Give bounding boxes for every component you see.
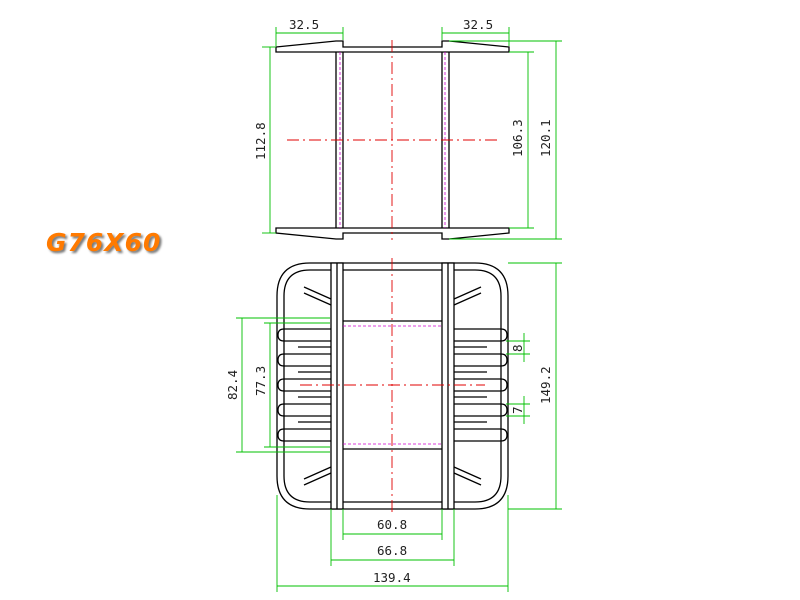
top-view: 32.5 32.5 112.8 106.3 120.1: [253, 17, 562, 240]
dim-top-height-inner: 106.3: [510, 119, 525, 157]
dim-bottom-height-total: 149.2: [538, 366, 553, 404]
dim-top-height-total: 120.1: [538, 119, 553, 157]
top-flange-upper: [275, 40, 510, 53]
dim-core-width-inner: 60.8: [377, 517, 407, 532]
left-slots: [277, 328, 331, 442]
dim-slot-width: 7: [510, 406, 525, 414]
dim-top-flange-right: 32.5: [463, 17, 493, 32]
model-label: G76X60: [46, 228, 162, 257]
bottom-view: 82.4 77.3 8 7 149.2 60.8 66.8 139.4: [225, 258, 562, 592]
flange-outline: [276, 262, 509, 510]
dim-overall-width: 139.4: [373, 570, 411, 585]
dim-top-height-outer: 112.8: [253, 122, 268, 160]
dim-top-flange-left: 32.5: [289, 17, 319, 32]
flange-inner-outline: [283, 269, 502, 503]
top-flange-lower: [275, 227, 510, 240]
right-slots: [454, 328, 508, 442]
dim-bottom-height-inner: 77.3: [253, 366, 268, 396]
dim-core-width-outer: 66.8: [377, 543, 407, 558]
dim-bottom-height-outer: 82.4: [225, 370, 240, 400]
dim-slot-pitch: 8: [510, 344, 525, 352]
